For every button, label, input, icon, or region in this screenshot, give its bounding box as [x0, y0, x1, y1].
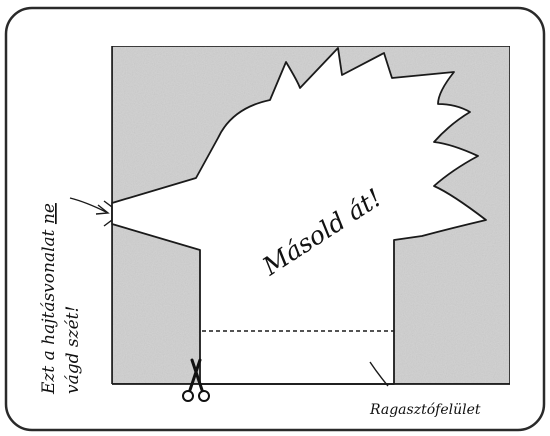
- glue-label: Ragasztófelület: [369, 402, 481, 418]
- side-note-line-1: Ezt a hajtásvonalat ne: [39, 203, 59, 395]
- side-note-emphasis: ne: [39, 203, 59, 224]
- side-note-prefix: Ezt a hajtásvonalat: [39, 224, 59, 395]
- side-note-line-2: vágd szét!: [63, 306, 83, 394]
